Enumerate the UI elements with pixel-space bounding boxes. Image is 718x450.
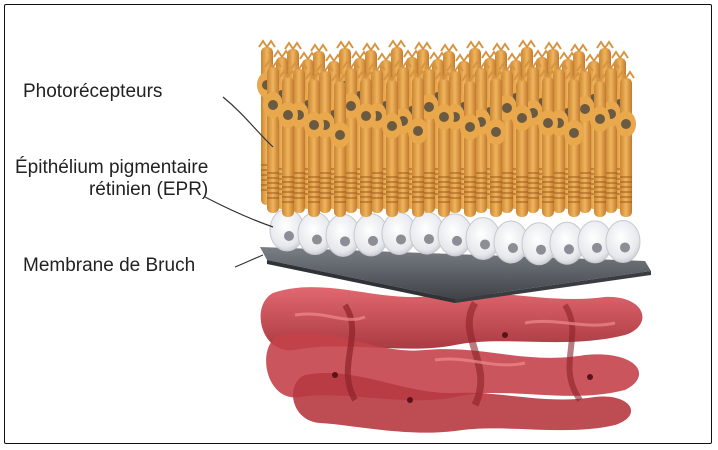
label-bruch-membrane: Membrane de Bruch: [23, 255, 195, 277]
rpe-cell: [606, 220, 640, 262]
label-rpe-line1: Épithélium pigmentaire: [15, 157, 208, 179]
rpe-nucleus: [564, 244, 574, 254]
rpe-nucleus: [396, 234, 406, 244]
rpe-nucleus: [312, 235, 322, 245]
label-rpe-line2: rétinien (EPR): [15, 179, 208, 201]
rpe-nucleus: [480, 239, 490, 249]
rpe-nucleus: [368, 236, 378, 246]
choroid-vessels: [261, 287, 643, 433]
rpe-nucleus: [592, 243, 602, 253]
rpe-nucleus: [452, 236, 462, 246]
photoreceptor-cells: [257, 41, 636, 217]
figure-frame: Photorécepteurs Épithélium pigmentaire r…: [4, 4, 712, 444]
label-rpe: Épithélium pigmentaire rétinien (EPR): [15, 157, 208, 201]
retina-layers-illustration: [5, 5, 710, 442]
rpe-nucleus: [424, 234, 434, 244]
rpe-nucleus: [536, 245, 546, 255]
rpe-nucleus: [620, 242, 630, 252]
rpe-nucleus: [508, 243, 518, 253]
rpe-nucleus: [284, 231, 294, 241]
rpe-nucleus: [340, 236, 350, 246]
label-photoreceptors: Photorécepteurs: [23, 81, 162, 103]
